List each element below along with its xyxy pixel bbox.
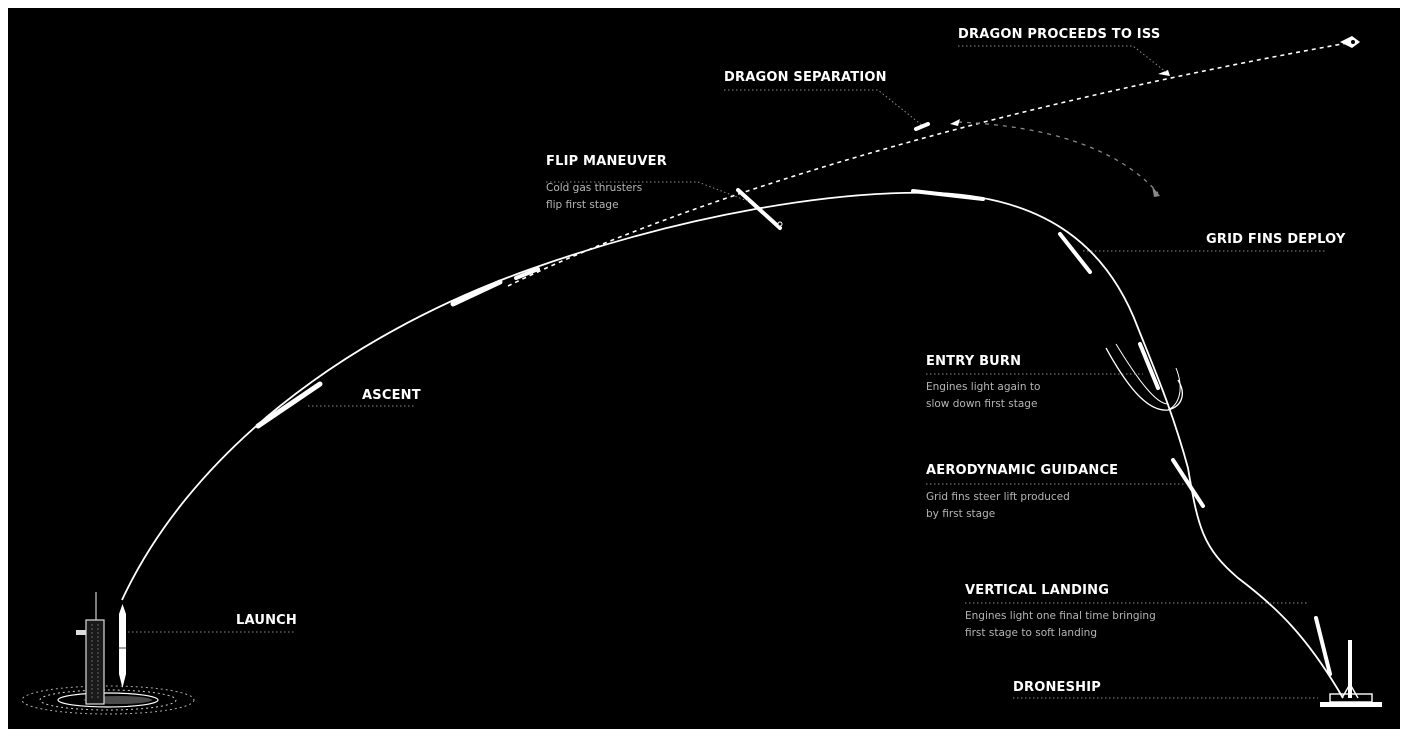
first-stage-trajectory — [121, 191, 1344, 699]
desc-line: Cold gas thrusters — [546, 182, 643, 194]
desc-line: flip first stage — [546, 199, 619, 211]
leader-lines — [128, 45, 1326, 699]
desc-line: Engines light one final time bringing — [965, 610, 1156, 622]
launch-pad-rings — [21, 685, 195, 715]
desc-line: slow down first stage — [926, 398, 1038, 410]
dragon-capsule-icon — [1158, 36, 1360, 76]
desc-line: first stage to soft landing — [965, 627, 1097, 639]
separated-stage-arc — [957, 121, 1159, 194]
dragon-trajectory — [507, 41, 1354, 287]
entry-burn-icon — [1105, 342, 1183, 411]
launch-tower-icon — [76, 592, 105, 705]
label-dragon-iss: DRAGON PROCEEDS TO ISS — [958, 27, 1161, 42]
ascent-rocket-icons — [255, 267, 540, 429]
label-droneship: DRONESHIP — [1013, 680, 1102, 695]
label-launch: LAUNCH — [236, 613, 298, 628]
coasting-stage-icon — [911, 189, 985, 201]
grid-fins-stage-icon — [1058, 232, 1092, 274]
label-flip-maneuver: FLIP MANEUVER — [546, 154, 667, 169]
desc-line: Grid fins steer lift produced — [926, 491, 1070, 503]
label-grid-fins: GRID FINS DEPLOY — [1206, 232, 1346, 247]
desc-line: by first stage — [926, 508, 996, 520]
label-ascent: ASCENT — [362, 388, 421, 403]
label-entry-burn: ENTRY BURN — [926, 354, 1022, 369]
desc-vertical-landing: Engines light one final time bringing fi… — [965, 608, 1156, 642]
label-vertical-landing: VERTICAL LANDING — [965, 583, 1110, 598]
desc-aero-guidance: Grid fins steer lift produced by first s… — [926, 489, 1070, 523]
trajectory-svg — [21, 36, 1382, 715]
mission-diagram: LAUNCH ASCENT FLIP MANEUVER Cold gas thr… — [8, 8, 1400, 729]
label-aero-guidance: AERODYNAMIC GUIDANCE — [926, 463, 1119, 478]
aero-guidance-stage-icon — [1171, 458, 1205, 508]
landing-stage-icons — [1314, 616, 1359, 699]
separation-markers — [914, 119, 960, 131]
droneship-icon — [1320, 693, 1382, 707]
desc-entry-burn: Engines light again to slow down first s… — [926, 379, 1040, 413]
desc-flip-maneuver: Cold gas thrusters flip first stage — [546, 180, 642, 214]
rocket-icon — [119, 604, 126, 688]
label-dragon-separation: DRAGON SEPARATION — [724, 70, 887, 85]
flip-stage-icon — [736, 188, 783, 230]
desc-line: Engines light again to — [926, 381, 1041, 393]
